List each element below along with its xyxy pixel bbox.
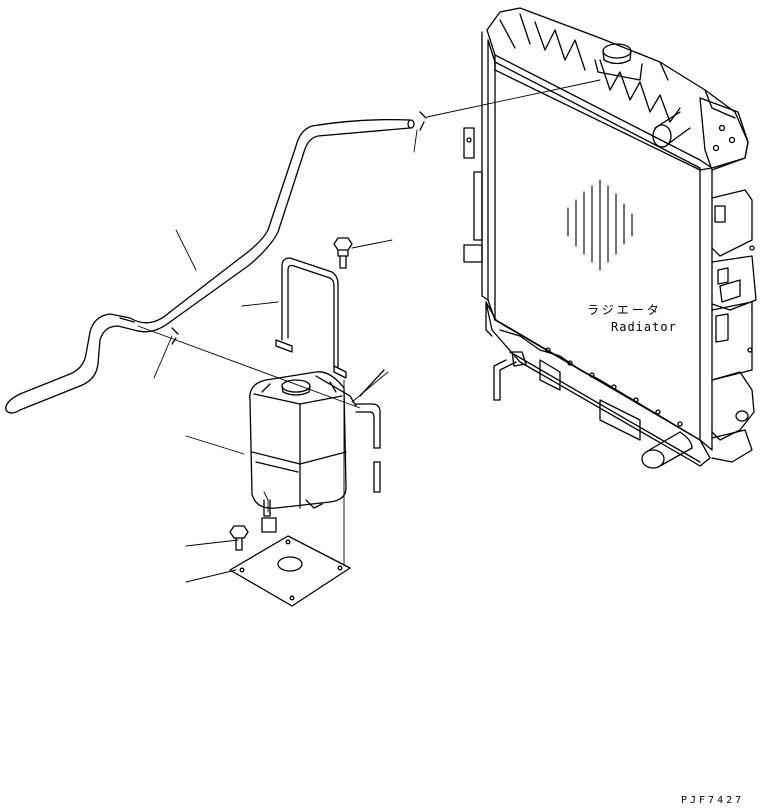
clip-mark-upper xyxy=(420,112,426,130)
mounting-plate xyxy=(230,536,350,606)
radiator xyxy=(464,8,756,468)
bolt-upper xyxy=(334,238,352,268)
clip-mark-lower xyxy=(172,328,178,344)
radiator-label-jp: ラジエータ xyxy=(587,303,662,317)
tank-tube xyxy=(356,370,384,492)
radiator-top-tank xyxy=(487,8,748,168)
radiator-outlet-pipe xyxy=(642,432,692,468)
bottom-tank-bolts xyxy=(546,348,682,426)
reserve-tank-cap xyxy=(282,380,310,395)
bolt-lower xyxy=(230,526,248,550)
core-fin-marks xyxy=(568,180,632,270)
reserve-tank xyxy=(250,372,356,532)
tank-bracket xyxy=(276,258,346,378)
drawing-code: PJF7427 xyxy=(681,795,745,806)
leader-lines xyxy=(138,80,600,582)
radiator-label-en: Radiator xyxy=(611,320,677,334)
overflow-fitting xyxy=(494,352,526,400)
radiator-cap xyxy=(595,44,642,80)
radiator-bottom-tank xyxy=(486,302,710,466)
overflow-hose xyxy=(6,120,414,413)
